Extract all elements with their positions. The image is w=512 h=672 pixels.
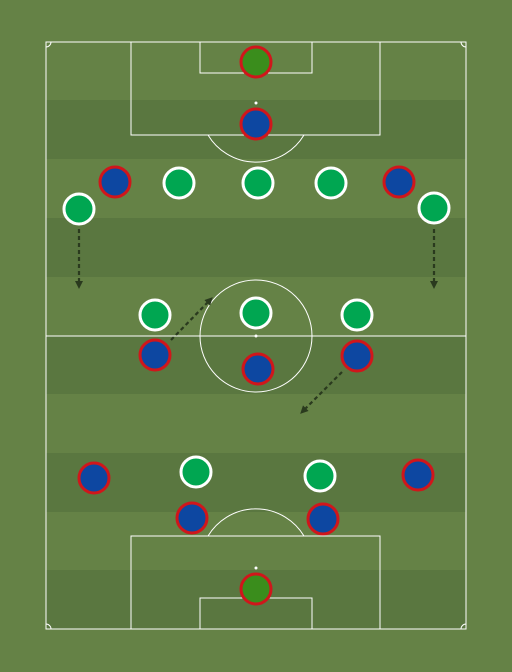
bottom-penalty-arc: [207, 508, 305, 537]
players: [62, 45, 451, 606]
blue-player-token[interactable]: [138, 338, 172, 372]
green-goalkeeper-token[interactable]: [239, 45, 273, 79]
green-player-token[interactable]: [303, 459, 337, 493]
green-player-token[interactable]: [314, 166, 348, 200]
movement-arrows: [75, 229, 438, 414]
blue-player-token[interactable]: [306, 502, 340, 536]
green-player-token[interactable]: [239, 296, 273, 330]
blue-player-token[interactable]: [382, 165, 416, 199]
top-penalty-spot: [254, 101, 258, 105]
blue-player-token[interactable]: [77, 461, 111, 495]
blue-player-token[interactable]: [401, 458, 435, 492]
center-circle: [199, 279, 313, 393]
bottom-penalty-spot: [254, 566, 258, 570]
blue-player-token[interactable]: [239, 107, 273, 141]
top-penalty-arc: [207, 134, 305, 163]
corner-arc: [460, 41, 467, 48]
green-player-token[interactable]: [179, 455, 213, 489]
movement-arrow: [300, 371, 343, 414]
blue-player-token[interactable]: [241, 352, 275, 386]
blue-player-token[interactable]: [340, 339, 374, 373]
pitch-spots: [254, 101, 258, 570]
center-spot: [254, 334, 258, 338]
green-player-token[interactable]: [340, 298, 374, 332]
green-player-token[interactable]: [62, 192, 96, 226]
green-player-token[interactable]: [162, 166, 196, 200]
green-player-token[interactable]: [241, 166, 275, 200]
grass-stripe: [46, 453, 466, 512]
corner-arc: [45, 41, 52, 48]
green-player-token[interactable]: [417, 191, 451, 225]
green-player-token[interactable]: [138, 298, 172, 332]
movement-arrow: [170, 297, 213, 341]
corner-arc: [460, 623, 467, 630]
blue-player-token[interactable]: [175, 501, 209, 535]
green-goalkeeper-token[interactable]: [239, 572, 273, 606]
blue-player-token[interactable]: [98, 165, 132, 199]
grass-stripe: [46, 218, 466, 277]
corner-arc: [45, 623, 52, 630]
